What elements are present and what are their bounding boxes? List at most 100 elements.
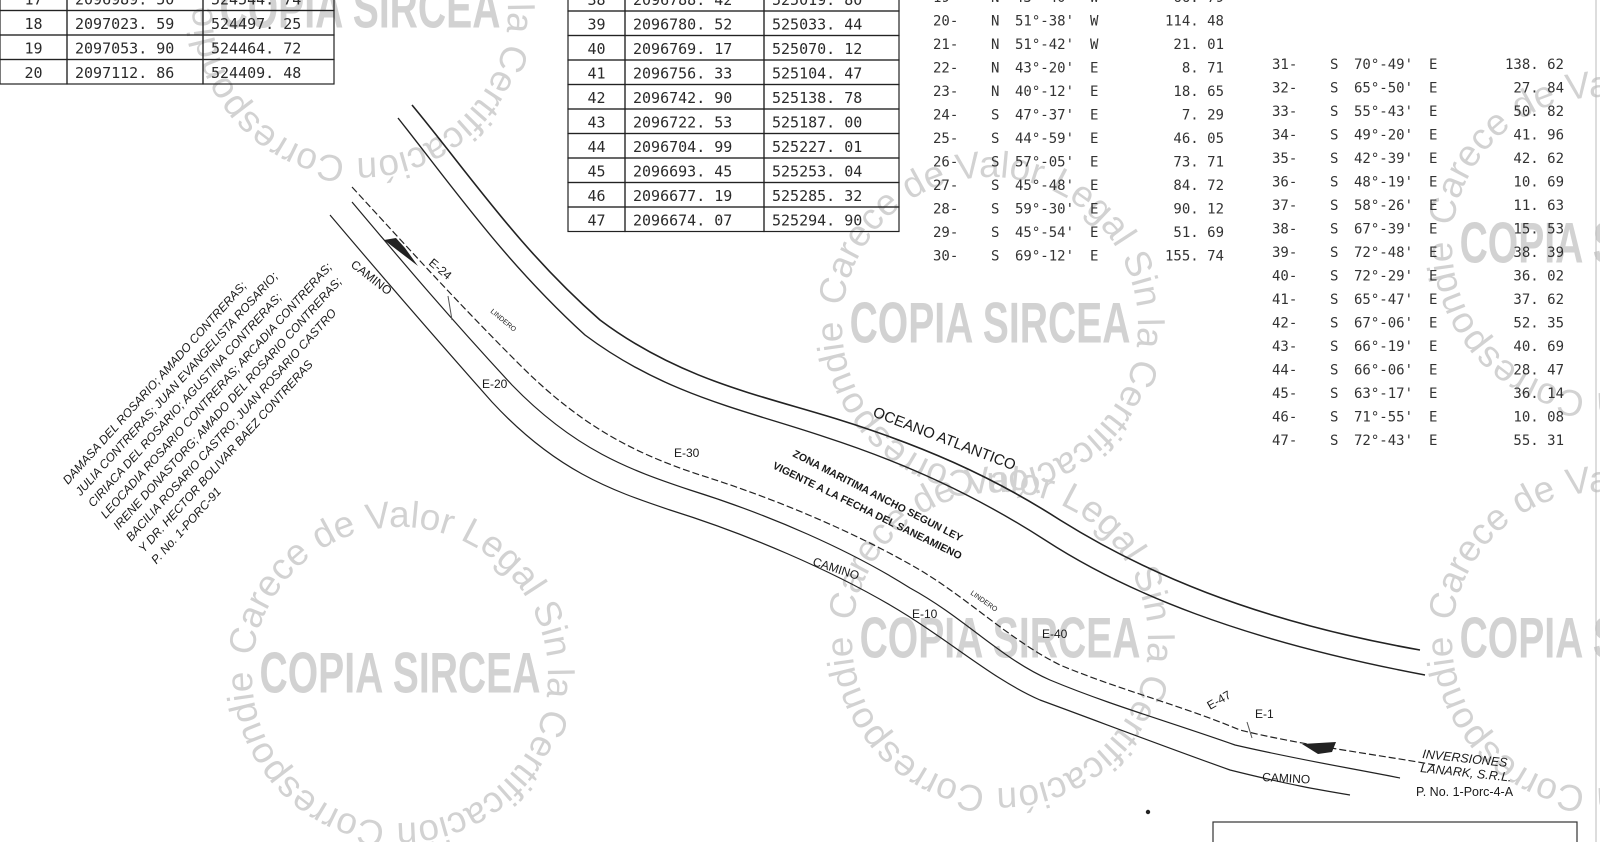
bearing-distance: 28. 47 (1513, 363, 1564, 379)
table-cell-text: 40 (587, 40, 605, 58)
table-cell-text: 525285. 32 (772, 187, 862, 205)
bearing-ew: E (1429, 386, 1437, 402)
bearing-ew: E (1090, 249, 1098, 265)
bearing-ew: W (1090, 14, 1099, 30)
bearing-ns: S (991, 225, 999, 241)
table-cell-text: 42 (587, 89, 605, 107)
watermark-center: COPIA SIRCEA (1460, 211, 1600, 275)
bearing-ew: W (1090, 37, 1099, 53)
bearing-angle: 59°-30' (1015, 202, 1074, 218)
table-cell-text: 45 (587, 163, 605, 181)
station-e10: E-10 (912, 607, 938, 621)
table-cell-text: 38 (587, 0, 605, 9)
bearing-point: 30- (933, 249, 958, 265)
bearing-row: 19-N43°-40'W66. 79 (933, 0, 1224, 6)
bearing-angle: 48°-19' (1354, 175, 1413, 191)
station-e20: E-20 (482, 377, 508, 391)
table-cell-text: 2096769. 17 (633, 40, 732, 58)
bearing-distance: 52. 35 (1513, 316, 1564, 332)
map-lines (329, 104, 1436, 815)
bearing-ns: S (1330, 433, 1338, 449)
bearing-distance: 10. 08 (1513, 410, 1564, 426)
map-labels: OCEANO ATLANTICO ZONA MARITIMA ANCHO SEG… (60, 256, 1514, 799)
bearing-point: 32- (1272, 81, 1297, 97)
bearing-angle: 45°-48' (1015, 178, 1074, 194)
bearing-angle: 58°-26' (1354, 198, 1413, 214)
table-cell-text: 2096677. 19 (633, 187, 732, 205)
bearing-angle: 67°-39' (1354, 222, 1413, 238)
bearing-distance: 36. 02 (1513, 269, 1564, 285)
bearing-distance: 15. 53 (1513, 222, 1564, 238)
table-cell-text: 47 (587, 212, 605, 230)
watermark-center: COPIA SIRCEA (1460, 606, 1600, 670)
bearing-ns: S (1330, 363, 1338, 379)
station-e30: E-30 (674, 446, 700, 460)
bearing-ew: E (1090, 84, 1098, 100)
bearing-ns: S (1330, 104, 1338, 120)
bearing-point: 42- (1272, 316, 1297, 332)
bearing-ew: E (1090, 61, 1098, 77)
bearing-ew: W (1090, 0, 1099, 6)
bearing-ew: E (1429, 57, 1437, 73)
bearing-angle: 72°-29' (1354, 269, 1413, 285)
bearing-ew: E (1429, 269, 1437, 285)
table-cell-text: 20 (24, 64, 42, 82)
bearing-ew: E (1429, 222, 1437, 238)
tick-e1 (1246, 721, 1253, 739)
bearing-point: 23- (933, 84, 958, 100)
table-cell-text: 2096780. 52 (633, 16, 732, 34)
table-cell-text: 2096704. 99 (633, 138, 732, 156)
bearing-ns: S (1330, 151, 1338, 167)
bearing-angle: 51°-38' (1015, 14, 1074, 30)
bearing-ew: E (1429, 433, 1437, 449)
bearing-point: 40- (1272, 269, 1297, 285)
table-cell-text: 525019. 80 (772, 0, 862, 9)
bearing-distance: 21. 01 (1173, 37, 1224, 53)
table-cell-text: 525187. 00 (772, 114, 862, 132)
table-cell-text: 525227. 01 (772, 138, 862, 156)
bearing-angle: 57°-05' (1015, 155, 1074, 171)
bearing-distance: 84. 72 (1173, 178, 1224, 194)
bearing-point: 36- (1272, 175, 1297, 191)
bearing-point: 25- (933, 131, 958, 147)
bearing-distance: 73. 71 (1173, 155, 1224, 171)
bearing-ns: S (1330, 339, 1338, 355)
bearing-distance: 40. 69 (1513, 339, 1564, 355)
bearing-ns: S (1330, 222, 1338, 238)
bearing-ns: S (1330, 410, 1338, 426)
bearing-ns: S (1330, 81, 1338, 97)
bearing-distance: 66. 79 (1173, 0, 1224, 6)
bearing-distance: 42. 62 (1513, 151, 1564, 167)
bearing-ns: N (991, 61, 999, 77)
table-cell-text: 2097112. 86 (75, 64, 174, 82)
table-cell-text: 46 (587, 187, 605, 205)
bearing-distance: 18. 65 (1173, 84, 1224, 100)
table-cell-text: 525138. 78 (772, 89, 862, 107)
bearing-point: 26- (933, 155, 958, 171)
table-cell-text: 524409. 48 (211, 64, 301, 82)
bearing-ns: N (991, 0, 999, 6)
bearing-ew: E (1090, 178, 1098, 194)
bearing-angle: 71°-55' (1354, 410, 1413, 426)
bearing-ns: S (991, 131, 999, 147)
table-cell-text: 524544. 74 (211, 0, 301, 9)
bearing-point: 45- (1272, 386, 1297, 402)
bearing-point: 39- (1272, 245, 1297, 261)
bearing-point: 46- (1272, 410, 1297, 426)
bearing-angle: 65°-50' (1354, 81, 1413, 97)
bearing-angle: 51°-42' (1015, 37, 1074, 53)
